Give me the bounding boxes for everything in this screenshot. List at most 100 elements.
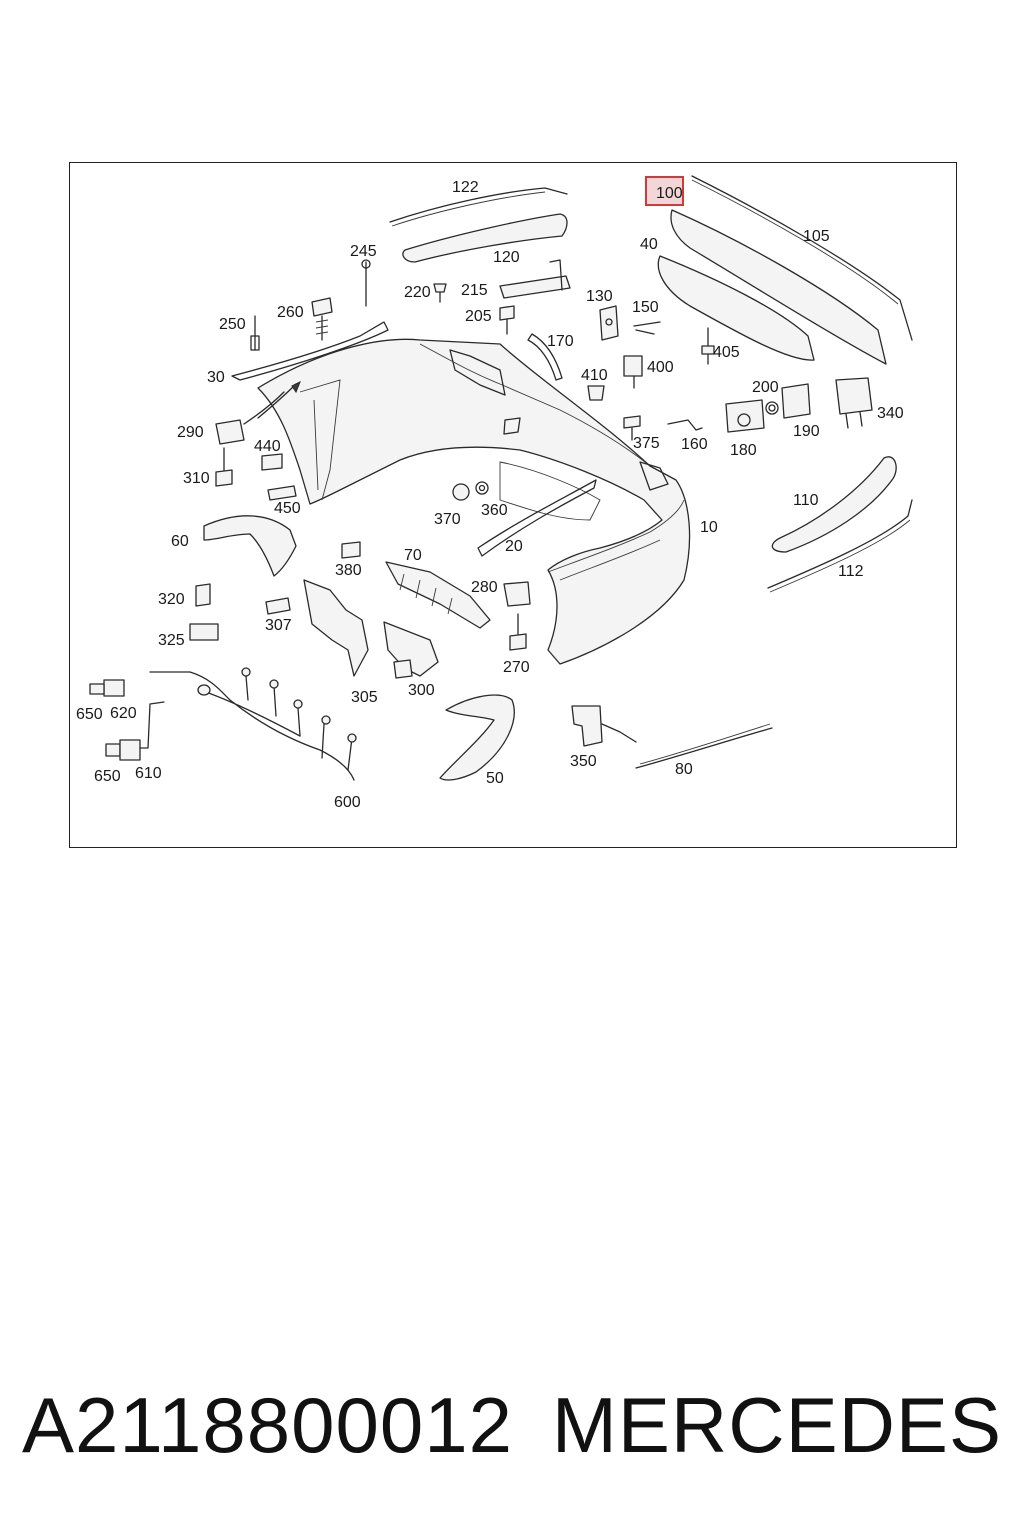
label-650-lower: 650 [94, 768, 121, 785]
label-360: 360 [481, 502, 508, 519]
label-280: 280 [471, 579, 498, 596]
part-number: A2118800012 [22, 1381, 514, 1469]
part-270-shape [509, 613, 527, 651]
part-405-shape [701, 327, 715, 365]
label-170: 170 [547, 333, 574, 350]
label-260: 260 [277, 304, 304, 321]
part-350-shape [571, 705, 637, 747]
part-300-shape [383, 621, 439, 679]
part-250-shape [250, 315, 260, 351]
part-170-shape [527, 333, 563, 381]
part-40-shape [657, 255, 815, 361]
part-150-shape [633, 321, 661, 335]
part-110-shape [771, 456, 897, 553]
label-20: 20 [505, 538, 523, 555]
part-370-shape [452, 483, 470, 501]
part-440-shape [261, 453, 283, 471]
label-160: 160 [681, 436, 708, 453]
part-30-shape [231, 321, 389, 419]
part-410-shape [587, 385, 605, 401]
part-112-shape [767, 499, 913, 593]
part-50-shape [439, 694, 515, 781]
label-300: 300 [408, 682, 435, 699]
part-120-shape [402, 213, 568, 263]
highlight-box [645, 176, 684, 206]
part-650-shape [89, 683, 121, 757]
part-10-shape [257, 338, 691, 665]
part-340-shape [835, 377, 873, 429]
part-105-shape [691, 175, 913, 341]
label-270: 270 [503, 659, 530, 676]
part-20-shape [477, 479, 597, 557]
part-375-shape [623, 415, 641, 441]
part-180-shape [725, 399, 765, 433]
label-30: 30 [207, 369, 225, 386]
part-620-shape [103, 679, 125, 697]
part-200-shape [765, 401, 779, 415]
label-180: 180 [730, 442, 757, 459]
label-307: 307 [265, 617, 292, 634]
label-150: 150 [632, 299, 659, 316]
part-307-shape [265, 597, 291, 615]
part-450-shape [267, 485, 297, 501]
label-340: 340 [877, 405, 904, 422]
label-440: 440 [254, 438, 281, 455]
label-350: 350 [570, 753, 597, 770]
label-410: 410 [581, 367, 608, 384]
label-205: 205 [465, 308, 492, 325]
label-325: 325 [158, 632, 185, 649]
label-610: 610 [135, 765, 162, 782]
label-310: 310 [183, 470, 210, 487]
part-305-shape [303, 579, 369, 677]
part-260-shape [311, 297, 333, 341]
label-215: 215 [461, 282, 488, 299]
diagram-frame [69, 162, 957, 848]
part-310-shape [215, 447, 233, 487]
label-250: 250 [219, 316, 246, 333]
callout-labels: 122 100 105 40 120 245 220 215 205 260 2… [76, 179, 904, 811]
label-40: 40 [640, 236, 658, 253]
label-400: 400 [647, 359, 674, 376]
part-610-shape [119, 701, 165, 761]
label-650-upper: 650 [76, 706, 103, 723]
label-370: 370 [434, 511, 461, 528]
part-325-shape [189, 623, 219, 641]
label-110: 110 [793, 492, 819, 509]
label-105: 105 [803, 228, 830, 245]
part-130-shape [599, 305, 619, 341]
label-245: 245 [350, 243, 377, 260]
part-380-shape [341, 541, 361, 559]
part-70-shape [385, 561, 491, 629]
label-405: 405 [713, 344, 740, 361]
part-290-shape [215, 391, 285, 445]
label-375: 375 [633, 435, 660, 452]
label-122: 122 [452, 179, 479, 196]
part-160-shape [667, 419, 703, 431]
part-280-shape [503, 581, 531, 607]
label-70: 70 [404, 547, 422, 564]
label-320: 320 [158, 591, 185, 608]
label-100: 100 [656, 185, 683, 202]
part-205-shape [499, 305, 515, 335]
part-100-shape [670, 209, 887, 365]
label-130: 130 [586, 288, 613, 305]
label-80: 80 [675, 761, 693, 778]
label-380: 380 [335, 562, 362, 579]
part-60-shape [203, 515, 297, 577]
label-120: 120 [493, 249, 520, 266]
label-112: 112 [838, 563, 864, 580]
part-320-shape [195, 583, 211, 607]
part-190-shape [781, 383, 811, 419]
part-360-shape [475, 481, 489, 495]
label-10: 10 [700, 519, 718, 536]
label-190: 190 [793, 423, 820, 440]
part-215-shape [499, 259, 571, 299]
label-600: 600 [334, 794, 361, 811]
label-290: 290 [177, 424, 204, 441]
part-220-shape [433, 283, 447, 303]
label-450: 450 [274, 500, 301, 517]
label-60: 60 [171, 533, 189, 550]
part-600-shape [149, 667, 357, 781]
label-200: 200 [752, 379, 779, 396]
